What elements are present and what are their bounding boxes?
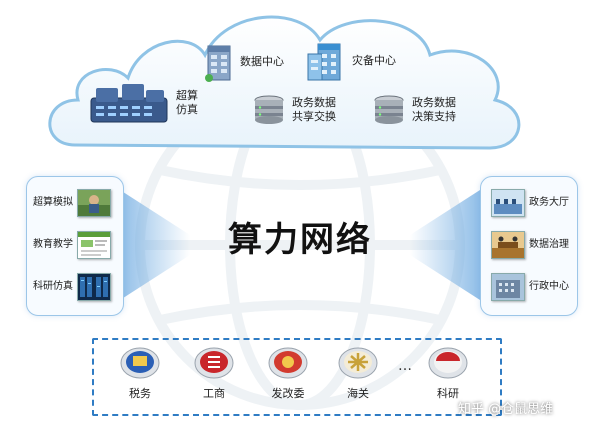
- research-emblem-icon: [428, 347, 468, 379]
- list-item: 超算模拟: [27, 183, 123, 223]
- cloud-item-disaster-recovery: 灾备中心: [306, 40, 396, 82]
- departments-box: [92, 338, 502, 416]
- cloud-section: 超算 仿真 数据中心 灾备中心 政务数据 共享: [0, 0, 600, 170]
- list-item-label: 行政中心: [529, 281, 569, 292]
- tax-emblem-icon: [120, 347, 160, 379]
- right-light-beam: [410, 190, 480, 300]
- office-thumbnail-icon: [491, 231, 525, 259]
- database-icon: [254, 95, 284, 124]
- department-label: 工商: [203, 387, 225, 400]
- cloud-item-label: 数据中心: [240, 55, 284, 68]
- cloud-item-label: 政务数据 共享交换: [292, 96, 336, 123]
- department-item: 海关: [328, 345, 388, 401]
- building-icon: [205, 45, 231, 82]
- list-item: 科研仿真: [27, 267, 123, 307]
- server-rack-icon: [90, 84, 168, 123]
- watermark: 知乎 @仓鼠思维: [458, 402, 554, 417]
- hall-thumbnail-icon: [491, 189, 525, 217]
- list-item-label: 教育教学: [33, 239, 73, 250]
- customs-emblem-icon: [338, 347, 378, 379]
- list-item-label: 科研仿真: [33, 281, 73, 292]
- department-label: 科研: [437, 387, 459, 400]
- department-item: 工商: [184, 345, 244, 401]
- database-icon: [374, 95, 404, 124]
- left-application-panel: 超算模拟 教育教学 科研仿真: [26, 176, 124, 316]
- department-label: 发改委: [271, 387, 305, 400]
- commerce-emblem-icon: [194, 347, 234, 379]
- cloud-item-decision-support: 政务数据 决策支持: [372, 94, 456, 126]
- department-item: 税务: [110, 345, 170, 401]
- cloud-item-label: 灾备中心: [352, 54, 396, 67]
- disaster-recovery-building-icon: [307, 43, 341, 81]
- department-item: 科研: [418, 345, 478, 401]
- cloud-item-data-exchange: 政务数据 共享交换: [252, 94, 336, 126]
- more-departments-ellipsis: …: [398, 358, 412, 374]
- center-title: 算力网络: [228, 220, 372, 260]
- cloud-item-data-center: 数据中心: [204, 42, 284, 82]
- department-label: 税务: [129, 387, 151, 400]
- cloud-item-label: 超算 仿真: [176, 89, 198, 116]
- ndrc-emblem-icon: [268, 347, 308, 379]
- list-item: 教育教学: [27, 225, 123, 265]
- server-room-thumbnail-icon: [77, 273, 111, 301]
- left-light-beam: [120, 190, 190, 300]
- list-item-label: 数据治理: [529, 239, 569, 250]
- cloud-item-label: 政务数据 决策支持: [412, 96, 456, 123]
- right-application-panel: 政务大厅 数据治理 行政中心: [480, 176, 578, 316]
- list-item: 政务大厅: [481, 183, 577, 223]
- building-thumbnail-icon: [491, 273, 525, 301]
- list-item: 行政中心: [481, 267, 577, 307]
- list-item-label: 政务大厅: [529, 197, 569, 208]
- cloud-item-supercomputing: 超算 仿真: [88, 80, 198, 126]
- department-label: 海关: [347, 387, 369, 400]
- photo-thumbnail-icon: [77, 189, 111, 217]
- department-item: 发改委: [258, 345, 318, 401]
- web-page-thumbnail-icon: [77, 231, 111, 259]
- list-item-label: 超算模拟: [33, 197, 73, 208]
- list-item: 数据治理: [481, 225, 577, 265]
